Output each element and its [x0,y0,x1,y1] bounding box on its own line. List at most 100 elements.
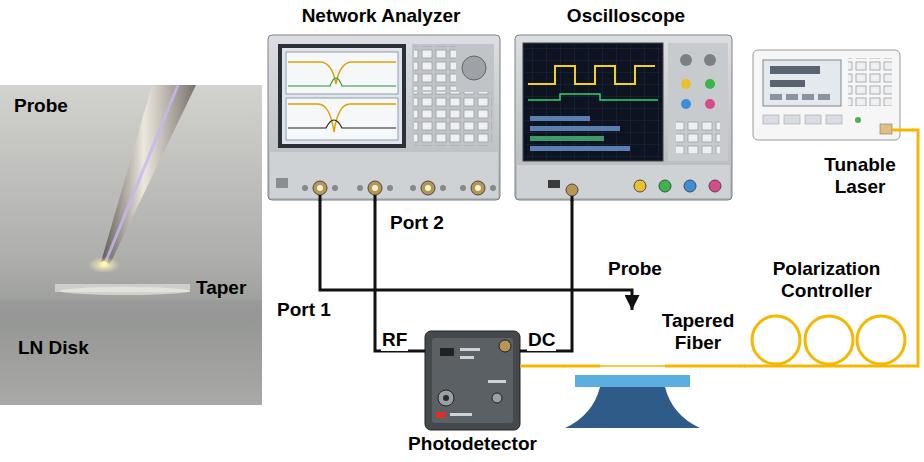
network-analyzer-picture [288,104,396,132]
oscilloscope-picture [515,35,732,200]
laser-picture [784,115,800,124]
microscope-photo [106,85,178,261]
oscilloscope-picture [659,180,671,192]
optical-fiber [520,365,565,368]
microscope-photo [0,300,262,405]
network-analyzer-picture [276,178,288,188]
photodetector-picture [425,331,520,430]
photodetector-picture [450,413,472,416]
oscilloscope-picture [530,136,604,141]
network-analyzer-picture [414,92,492,146]
disk-chip [564,365,600,368]
node-text: Tapered Fiber [656,310,740,354]
network-analyzer-picture [357,185,363,191]
photo-label: Taper [196,277,246,299]
oscilloscope-picture [705,79,715,89]
optical-fiber [740,365,745,368]
node-text: Photodetector [408,433,537,455]
node-text: Polarization Controller [745,258,908,302]
laser-picture [855,117,861,123]
network-analyzer-picture [332,185,338,191]
photo-label: Probe [14,95,68,117]
network-analyzer-picture [282,48,402,144]
photodetector-picture [436,412,446,418]
oscilloscope-picture [523,43,663,161]
network-analyzer-picture [440,185,446,191]
network-analyzer-picture [460,185,466,191]
laser-picture [770,80,805,87]
node-text: Tunable Laser [810,154,910,198]
photodetector-picture [488,380,506,383]
oscilloscope-picture [528,66,655,84]
microscope-photo [60,287,190,295]
network-analyzer-picture [278,44,406,148]
polarization-loops [805,316,853,364]
polarization-loops [744,365,909,368]
laser-picture [786,94,798,100]
oscilloscope-picture [517,165,730,198]
oscilloscope-picture [705,99,715,109]
photodetector-picture [438,390,454,406]
oscilloscope-picture [530,146,630,151]
network-analyzer-picture [288,62,396,84]
laser-picture [763,60,841,106]
network-analyzer-picture [368,181,382,195]
node-text: Oscilloscope [567,5,685,27]
oscilloscope-picture [709,180,721,192]
oscilloscope-picture [681,99,691,109]
photo-label: LN Disk [18,337,89,359]
laser-picture [826,115,842,124]
network-analyzer-picture [313,181,327,195]
signal-label: DC [527,329,556,351]
oscilloscope-picture [634,180,646,192]
microscope-photo [88,257,120,273]
network-analyzer-picture [490,185,496,191]
network-analyzer-picture [387,185,393,191]
polarization-loops [752,316,800,364]
oscilloscope-picture [566,184,578,196]
disk-chip [564,366,741,428]
network-analyzer-picture [286,52,398,94]
oscilloscope-picture [530,126,620,131]
oscilloscope-picture [528,94,658,100]
network-analyzer-picture [421,181,435,195]
instrument-title: Network Analyzer [255,2,507,200]
network-analyzer-picture [412,44,494,148]
network-analyzer-picture [302,185,308,191]
oscilloscope-picture [681,79,691,89]
microscope-photo [101,85,196,264]
laser-picture [848,58,892,106]
network-analyzer-picture [286,98,398,140]
oscilloscope-picture [676,120,720,154]
laser-picture [802,94,814,100]
photodetector-picture [492,393,502,403]
photodetector-picture [460,348,480,351]
disk-chip [665,365,741,368]
oscilloscope-picture [548,180,560,188]
polarization-loops [744,316,909,366]
network-analyzer-picture [462,56,486,80]
microscope-photo [0,85,262,405]
laser-picture [753,50,913,140]
oscilloscope-picture [668,43,728,161]
disk-chip [600,365,665,367]
network-analyzer-picture [268,35,500,201]
probe-label: Probe [608,258,662,280]
node-text: Network Analyzer [302,5,461,27]
network-analyzer-picture [288,78,396,86]
disk-chip [565,387,700,428]
laser-picture [892,129,913,132]
fiber-chip-node: Tapered Fiber [565,310,740,428]
network-analyzer-picture [270,152,498,198]
laser-picture [805,115,821,124]
network-analyzer-picture [425,185,431,191]
laser-picture [880,124,892,134]
photodetector-picture [440,348,454,356]
network-analyzer-picture [475,185,481,191]
laser-picture [770,66,820,74]
controller-node: Polarization Controller [745,258,908,370]
network-analyzer-picture [268,35,500,200]
oscilloscope-picture [515,35,732,201]
photodetector-picture [425,331,520,430]
